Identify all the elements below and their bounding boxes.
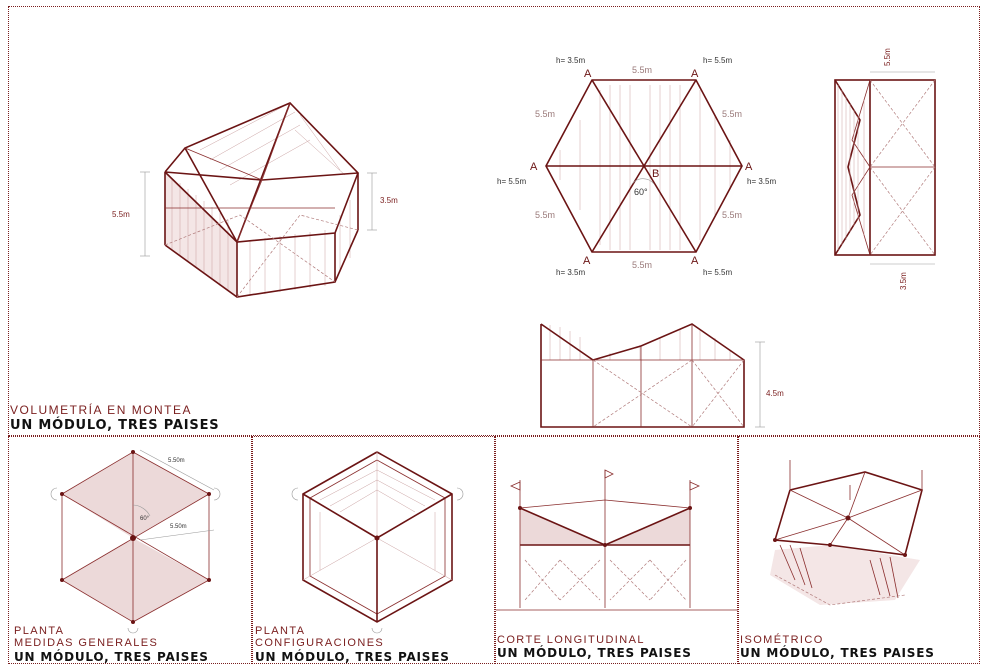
panel-3-frame <box>495 436 738 664</box>
plan-dim-1: 5.50m <box>168 458 185 464</box>
top-panel-drawings: 5.5m 3.5m A A A A <box>112 48 936 428</box>
panel-1-title: PLANTA <box>14 625 65 637</box>
panel-2-subtitle: CONFIGURACIONES <box>255 637 385 649</box>
h-right: h= 3.5m <box>747 177 776 186</box>
panel-4-title: ISOMÉTRICO <box>740 634 824 646</box>
plan-angle: 60° <box>634 187 648 197</box>
hex-plan: A A A A A A B 60° 5.5m 5.5m 5.5m 5.5m 5.… <box>497 56 776 277</box>
vertex-a-bottom-right: A <box>691 255 699 267</box>
h-left: h= 5.5m <box>497 177 526 186</box>
panel-1-frame <box>8 436 252 664</box>
h-top-left: h= 3.5m <box>556 56 585 65</box>
panel-4-caption: UN MÓDULO, TRES PAISES <box>740 646 935 660</box>
top-panel-subtitle: UN MÓDULO, TRES PAISES <box>10 418 220 433</box>
panel-2-caption: UN MÓDULO, TRES PAISES <box>255 650 450 664</box>
vertex-a-left: A <box>530 161 538 173</box>
plan-side-top: 5.5m <box>632 65 652 75</box>
panel-2-frame <box>252 436 495 664</box>
vertex-a-bottom-left: A <box>583 255 591 267</box>
panel-1-subtitle: MEDIDAS GENERALES <box>14 637 159 649</box>
panel-1-caption: UN MÓDULO, TRES PAISES <box>14 650 209 664</box>
side-bottom-dim: 3.5m <box>899 272 908 290</box>
top-panel-frame <box>8 6 980 436</box>
h-bottom-right: h= 5.5m <box>703 268 732 277</box>
plan-side-upper-right: 5.5m <box>722 109 742 119</box>
h-top-right: h= 5.5m <box>703 56 732 65</box>
plan-side-lower-left: 5.5m <box>535 210 555 220</box>
plan-angle-small: 60° <box>140 516 150 522</box>
plan-side-lower-right: 5.5m <box>722 210 742 220</box>
side-top-dim: 5.5m <box>883 48 892 66</box>
plan-dim-2: 5.50m <box>170 524 187 530</box>
panel-2-title: PLANTA <box>255 625 306 637</box>
iso-right-height-label: 3.5m <box>380 196 398 205</box>
center-b: B <box>652 168 659 180</box>
top-panel-title: VOLUMETRÍA EN MONTEA <box>10 403 193 417</box>
panel-4-frame <box>738 436 980 664</box>
front-height-dim: 4.5m <box>766 389 784 398</box>
panel-3-caption: UN MÓDULO, TRES PAISES <box>497 646 692 660</box>
side-elevation: 5.5m 3.5m <box>834 48 936 290</box>
section-drawing <box>496 469 738 611</box>
iso-small-drawing <box>770 460 923 606</box>
plan-side-bottom: 5.5m <box>632 260 652 270</box>
iso-left-height-label: 5.5m <box>112 210 130 219</box>
plan-side-upper-left: 5.5m <box>535 109 555 119</box>
panel-3-title: CORTE LONGITUDINAL <box>497 634 645 646</box>
vertex-a-top-right: A <box>691 68 699 80</box>
vertex-a-top-left: A <box>584 68 592 80</box>
plan-general-drawing: 5.50m 5.50m 60° <box>50 449 221 634</box>
plan-config-drawing <box>291 451 464 634</box>
h-bottom-left: h= 3.5m <box>556 268 585 277</box>
iso-volume: 5.5m 3.5m <box>112 102 398 298</box>
front-elevation: 4.5m <box>540 323 784 428</box>
vertex-a-right: A <box>745 161 753 173</box>
